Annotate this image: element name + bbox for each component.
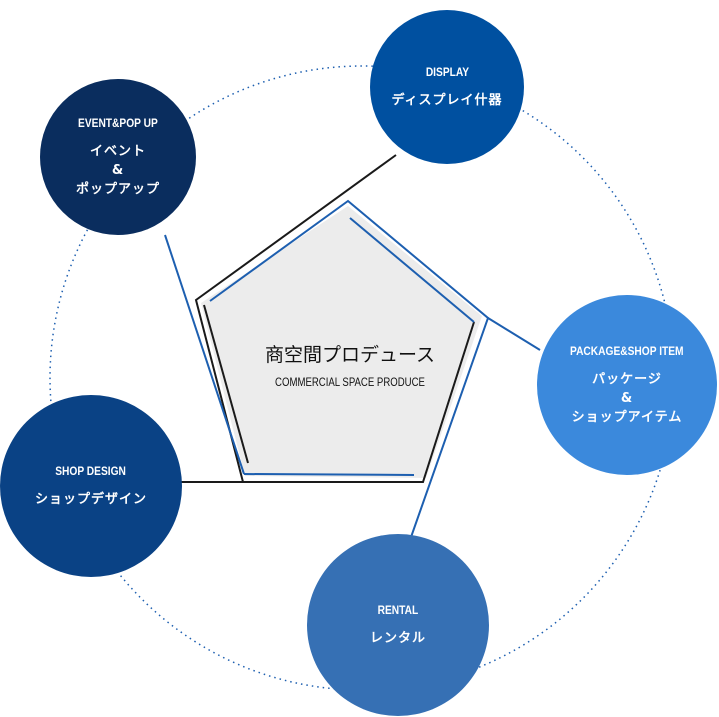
node-package-jp-2: &	[620, 390, 634, 406]
center-title: 商空間プロデュース	[264, 344, 436, 366]
node-rental-en: RENTAL	[377, 602, 419, 617]
node-package-jp-1: パッケージ	[592, 371, 662, 387]
node-package-en: PACKAGE&SHOP ITEM	[570, 343, 684, 358]
inner-black-left	[203, 304, 249, 464]
node-event-en: EVENT&POP UP	[78, 115, 158, 130]
node-event[interactable]: EVENT&POP UP イベント & ポップアップ	[40, 79, 196, 235]
node-shop-design-en: SHOP DESIGN	[55, 463, 127, 478]
node-event-jp-3: ポップアップ	[75, 181, 160, 197]
node-display[interactable]: DISPLAY ディスプレイ什器	[370, 10, 524, 164]
pentagon-fill	[201, 206, 482, 478]
node-rental-jp: レンタル	[369, 630, 426, 646]
blue-connector-right	[209, 199, 490, 541]
node-display-jp: ディスプレイ什器	[391, 92, 503, 108]
black-connector-bottom	[180, 321, 475, 483]
node-shop-design-jp: ショップデザイン	[34, 491, 147, 507]
node-package[interactable]: PACKAGE&SHOP ITEM パッケージ & ショップアイテム	[537, 295, 717, 475]
center-subtitle: COMMERCIAL SPACE PRODUCE	[275, 375, 425, 389]
node-event-jp-2: &	[111, 162, 125, 178]
center-label: 商空間プロデュース COMMERCIAL SPACE PRODUCE	[230, 340, 470, 389]
node-shop-design[interactable]: SHOP DESIGN ショップデザイン	[0, 395, 182, 577]
node-event-jp-1: イベント	[89, 143, 146, 159]
node-rental[interactable]: RENTAL レンタル	[307, 534, 489, 716]
inner-blue-bottom	[243, 473, 415, 476]
node-package-jp-3: ショップアイテム	[571, 409, 683, 425]
node-display-en: DISPLAY	[425, 64, 469, 79]
inner-blue-right	[349, 217, 475, 323]
blue-connector-package	[487, 317, 541, 351]
blue-connector-event	[164, 234, 245, 475]
